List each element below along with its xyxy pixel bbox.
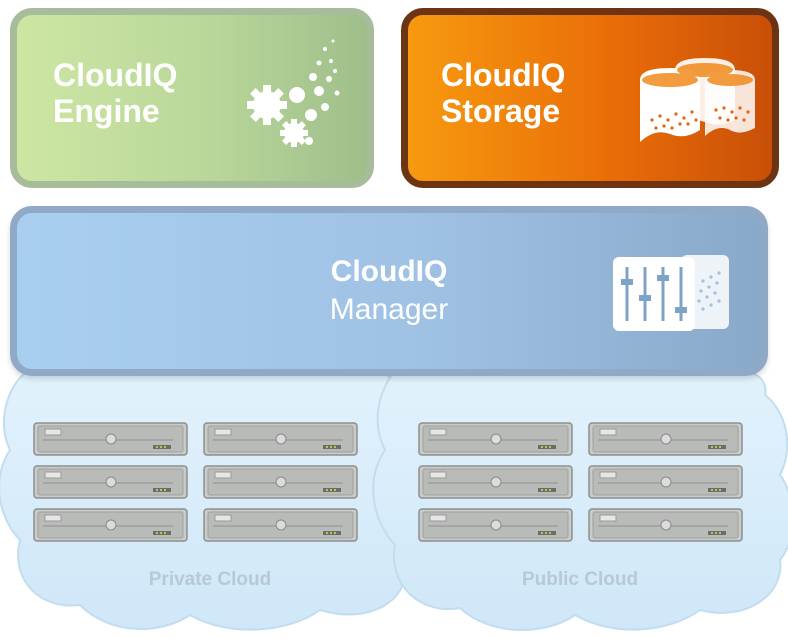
server-rack-icon — [418, 422, 573, 456]
manager-title-line1: CloudIQ — [330, 255, 448, 288]
server-rack-icon — [203, 465, 358, 499]
storage-cylinders-icon — [640, 58, 755, 142]
storage-title-line1: CloudIQ — [441, 57, 566, 93]
server-rack-icon — [418, 465, 573, 499]
engine-title: CloudIQ Engine — [53, 57, 177, 129]
server-rack-icon — [203, 422, 358, 456]
control-panel-icon — [613, 255, 729, 331]
server-rack-icon — [588, 508, 743, 542]
server-rack-icon — [33, 422, 188, 456]
engine-title-line2: Engine — [53, 93, 160, 129]
server-rack-icon — [418, 508, 573, 542]
manager-title-line2: Manager — [329, 293, 449, 326]
server-rack-icon — [33, 465, 188, 499]
engine-title-line1: CloudIQ — [53, 57, 178, 93]
engine-box: CloudIQ Engine — [10, 8, 374, 188]
public-cloud-label: Public Cloud — [521, 569, 639, 590]
storage-title: CloudIQ Storage — [441, 57, 565, 129]
private-cloud-label: Private Cloud — [148, 569, 272, 590]
server-rack-icon — [33, 508, 188, 542]
gears-icon — [247, 39, 340, 147]
server-rack-icon — [588, 422, 743, 456]
storage-title-line2: Storage — [441, 93, 561, 129]
storage-box: CloudIQ Storage — [401, 8, 779, 188]
server-rack-icon — [203, 508, 358, 542]
server-rack-icon — [588, 465, 743, 499]
manager-box: CloudIQ Manager — [10, 206, 768, 376]
